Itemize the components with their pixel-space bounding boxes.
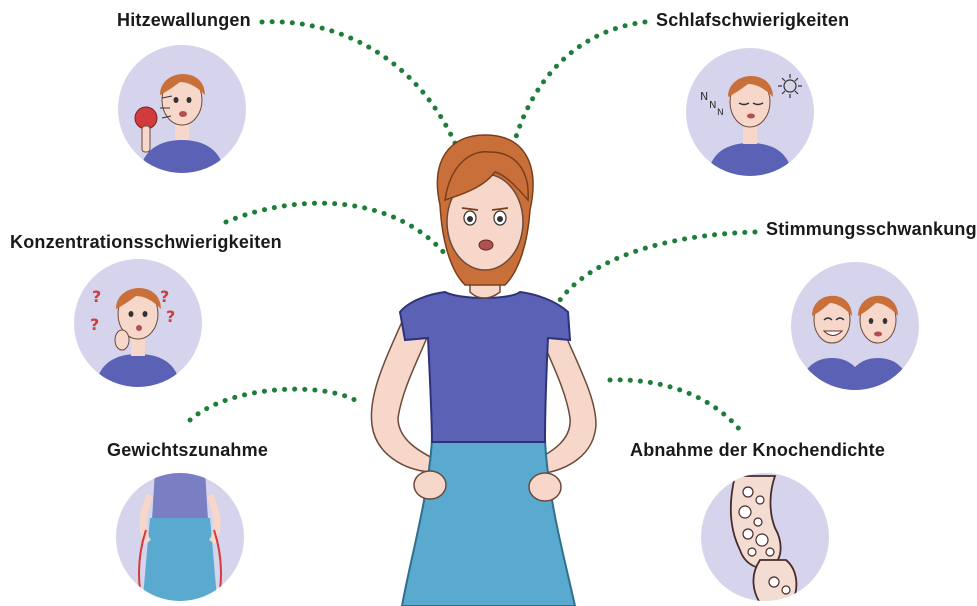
label-konzentrationsschwierigkeiten: Konzentrationsschwierigkeiten xyxy=(10,232,282,253)
svg-text:?: ? xyxy=(166,307,175,326)
central-woman-figure xyxy=(371,135,596,606)
connector-knochen xyxy=(610,380,740,430)
bone-density-icon xyxy=(701,473,829,606)
svg-text:N: N xyxy=(717,108,724,118)
svg-text:?: ? xyxy=(92,287,101,306)
confused-woman-icon: ? ? ? ? xyxy=(74,259,202,387)
mood-swing-faces-icon xyxy=(791,262,919,390)
label-stimmungsschwankungen: Stimmungsschwankungen xyxy=(766,219,977,240)
label-gewichtszunahme: Gewichtszunahme xyxy=(107,440,268,461)
connector-stimmung xyxy=(560,232,755,300)
svg-text:?: ? xyxy=(160,287,169,306)
label-abnahme-der-knochendichte: Abnahme der Knochendichte xyxy=(630,440,885,461)
connector-hitzewallungen xyxy=(262,22,458,150)
svg-text:N: N xyxy=(709,100,716,111)
hot-flash-fan-icon xyxy=(118,45,246,173)
label-schlafschwierigkeiten: Schlafschwierigkeiten xyxy=(656,10,849,31)
label-hitzewallungen: Hitzewallungen xyxy=(117,10,251,31)
sleeping-woman-icon: N N N xyxy=(686,48,814,176)
connector-gewicht xyxy=(190,389,355,420)
weight-gain-silhouette-icon xyxy=(116,470,244,606)
connector-schlaf xyxy=(515,22,645,140)
svg-text:?: ? xyxy=(90,315,99,334)
svg-text:N: N xyxy=(700,90,708,103)
